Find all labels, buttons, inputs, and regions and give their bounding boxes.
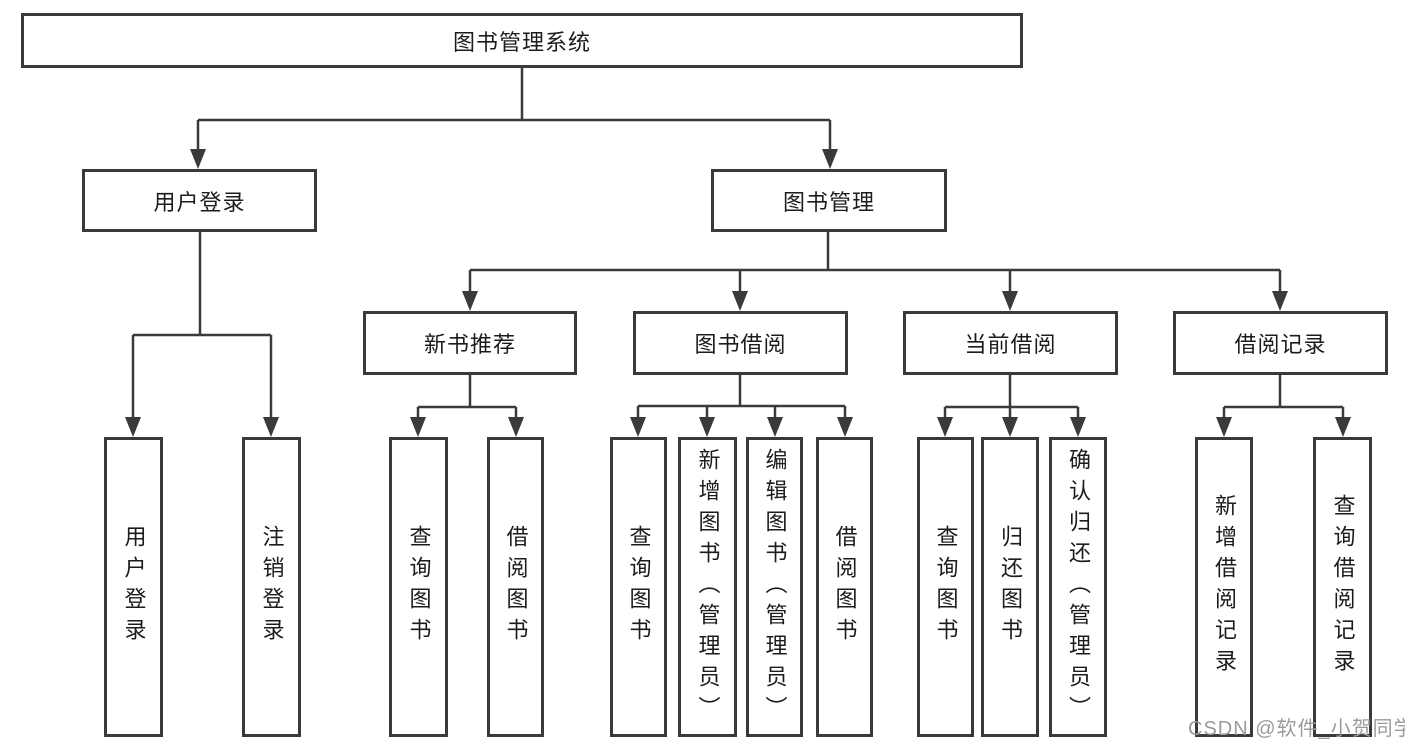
arrowhead <box>190 149 206 169</box>
leaf-borrow-books: 借阅图书 <box>487 437 544 737</box>
leaf-logout: 注销登录 <box>242 437 301 737</box>
arrowhead <box>630 417 646 437</box>
arrowhead <box>1002 417 1018 437</box>
connector-bookmgmt-level3 <box>468 232 1282 294</box>
connector-userlogin-leaves <box>131 232 273 420</box>
leaf-user-login: 用户登录 <box>104 437 163 737</box>
connector-currentborrow-leaves <box>943 375 1080 420</box>
leaf-label: 查询图书 <box>626 525 652 649</box>
node-label: 借阅记录 <box>1234 332 1327 357</box>
arrowhead <box>508 417 524 437</box>
arrowhead <box>1216 417 1232 437</box>
connector-borrowrecord-leaves <box>1222 375 1345 420</box>
arrowhead <box>1070 417 1086 437</box>
node-current-borrowing: 当前借阅 <box>903 311 1118 375</box>
node-label: 图书借阅 <box>694 332 787 357</box>
arrowhead <box>1002 291 1018 311</box>
node-library-management-system: 图书管理系统 <box>21 13 1023 68</box>
node-label: 新书推荐 <box>423 332 516 357</box>
node-book-management: 图书管理 <box>711 169 947 232</box>
leaf-label: 借阅图书 <box>503 525 529 649</box>
leaf-label: 查询图书 <box>933 525 959 649</box>
leaf-label: 新增图书（管理员） <box>695 447 721 727</box>
node-book-borrowing: 图书借阅 <box>633 311 848 375</box>
connector-bookborrow-leaves <box>636 375 847 420</box>
arrowhead <box>1335 417 1351 437</box>
leaf-return-books: 归还图书 <box>981 437 1039 737</box>
leaf-query-borrow-record: 查询借阅记录 <box>1313 437 1372 737</box>
node-label: 图书管理系统 <box>452 29 591 55</box>
leaf-add-books-admin: 新增图书（管理员） <box>678 437 737 737</box>
arrowhead <box>125 417 141 437</box>
csdn-watermark: CSDN @软件_小贺同学 <box>1188 718 1405 740</box>
leaf-label: 新增借阅记录 <box>1212 494 1237 680</box>
node-label: 用户登录 <box>153 189 246 215</box>
arrowhead <box>410 417 426 437</box>
leaf-label: 借阅图书 <box>832 525 858 649</box>
node-label: 图书管理 <box>782 189 875 215</box>
leaf-confirm-return-admin: 确认归还（管理员） <box>1049 437 1107 737</box>
leaf-borrow-books: 借阅图书 <box>816 437 873 737</box>
leaf-label: 归还图书 <box>998 525 1023 649</box>
node-user-login: 用户登录 <box>82 169 317 232</box>
leaf-query-books: 查询图书 <box>389 437 448 737</box>
leaf-label: 查询图书 <box>406 525 432 649</box>
leaf-label: 编辑图书（管理员） <box>762 447 788 727</box>
arrowhead <box>732 291 748 311</box>
leaf-label: 确认归还（管理员） <box>1066 447 1091 727</box>
arrowhead <box>767 417 783 437</box>
arrowhead <box>699 417 715 437</box>
leaf-edit-books-admin: 编辑图书（管理员） <box>746 437 803 737</box>
leaf-add-borrow-record: 新增借阅记录 <box>1195 437 1253 737</box>
node-borrowing-records: 借阅记录 <box>1173 311 1388 375</box>
leaf-label: 查询借阅记录 <box>1330 494 1356 680</box>
arrowhead <box>837 417 853 437</box>
arrowhead <box>937 417 953 437</box>
node-label: 当前借阅 <box>964 332 1057 357</box>
node-new-book-recommendation: 新书推荐 <box>363 311 577 375</box>
arrowhead <box>1272 291 1288 311</box>
leaf-label: 注销登录 <box>259 525 285 649</box>
connector-root-level2 <box>196 68 832 152</box>
arrowhead <box>462 291 478 311</box>
leaf-query-books: 查询图书 <box>610 437 667 737</box>
connector-newbook-leaves <box>416 375 518 420</box>
leaf-query-books: 查询图书 <box>917 437 974 737</box>
arrowhead <box>822 149 838 169</box>
arrowhead <box>263 417 279 437</box>
leaf-label: 用户登录 <box>121 525 147 649</box>
